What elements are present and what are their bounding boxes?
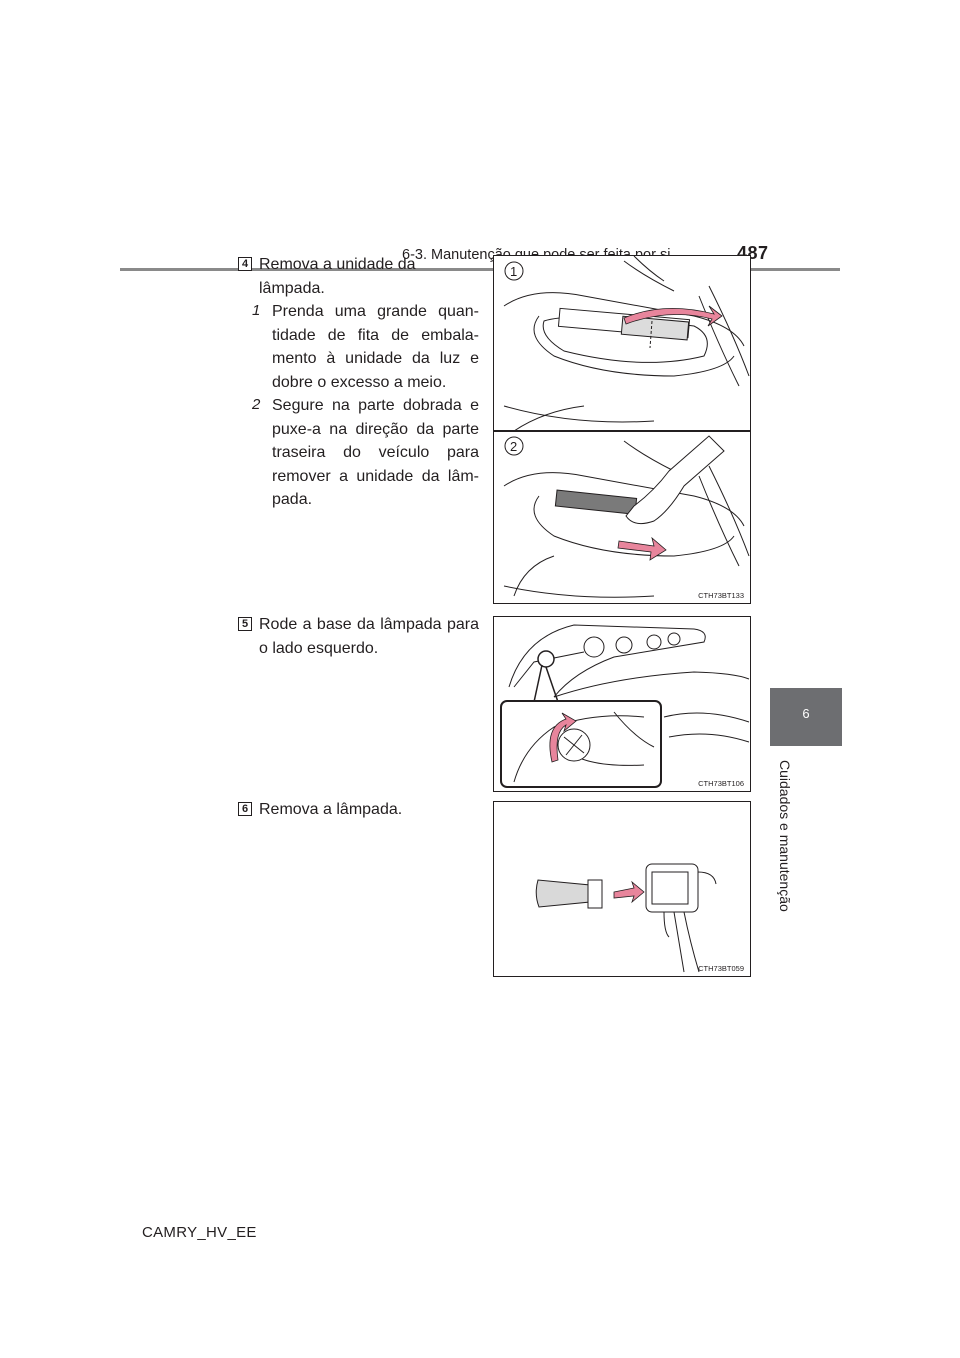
step-5-badge: 5 <box>238 617 252 631</box>
substep-1-text: Prenda uma grande quan-tidade de fita de… <box>272 303 479 391</box>
substep-1-marker: 1 <box>252 302 261 319</box>
figure-code: CTH73BT106 <box>698 779 744 788</box>
substep-2-marker: 2 <box>252 396 261 413</box>
step-4-badge: 4 <box>238 257 252 271</box>
figure-remove-bulb: CTH73BT059 <box>493 801 751 977</box>
figure-remove-bulb-drawing <box>535 863 717 973</box>
figure-remove-lamp-unit: 1 2 CTH73BT133 <box>493 255 751 604</box>
figure-remove-lamp-unit-drawing: 1 2 <box>494 256 750 598</box>
figure-rotate-bulb-base: CTH73BT106 <box>493 616 751 792</box>
figure-label-1: 1 <box>510 264 517 279</box>
figure-rotate-bulb-base-drawing <box>500 624 750 788</box>
step-5-text: Rode a base da lâmpada para o lado esque… <box>259 616 479 657</box>
chapter-number: 6 <box>802 706 810 721</box>
substep-2-text: Segure na parte dobrada e puxe-a na dire… <box>272 397 479 508</box>
step-6-text: Remova a lâmpada. <box>259 801 403 818</box>
figure-code: CTH73BT059 <box>698 964 744 973</box>
step-4-text: Remova a unidade da lâmpada. <box>259 256 416 297</box>
figure-code: CTH73BT133 <box>698 591 744 600</box>
chapter-title: Cuidados e manutenção <box>777 760 813 920</box>
document-id: CAMRY_HV_EE <box>142 1224 257 1241</box>
header-rule <box>120 268 840 271</box>
step-6-badge: 6 <box>238 802 252 816</box>
chapter-tab[interactable]: 6 <box>770 688 842 746</box>
figure-label-2: 2 <box>510 439 517 454</box>
chapter-title-text: Cuidados e manutenção <box>777 760 793 912</box>
